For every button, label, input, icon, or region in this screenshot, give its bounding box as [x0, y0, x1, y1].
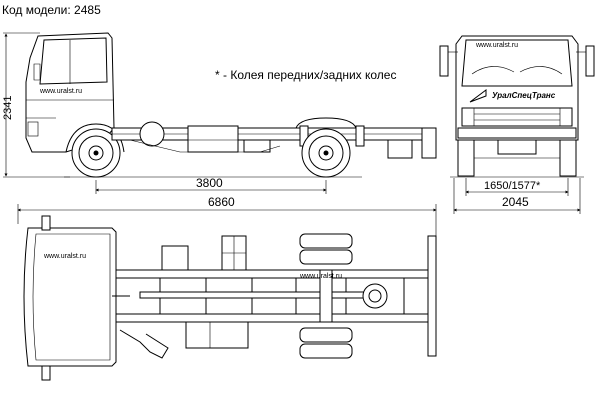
differential	[362, 283, 388, 309]
width-dimension: 2045	[502, 195, 529, 209]
rear-bumper	[421, 127, 437, 159]
fuel-tank	[187, 125, 239, 153]
watermark-top-frame: www.uralst.ru	[299, 273, 342, 280]
frame-rail-right	[115, 313, 431, 323]
track-dimension: 1650/1577*	[484, 180, 541, 192]
cab-window	[39, 37, 108, 85]
top-view: 6860 www.uralst.ru	[17, 195, 437, 381]
fuel-tank-top	[185, 321, 249, 349]
rear-bumper-top	[427, 235, 437, 357]
length-dimension: 6860	[208, 195, 235, 209]
wheelbase-dimension: 3800	[196, 176, 223, 190]
track-footnote: * - Колея передних/задних колес	[215, 68, 396, 82]
watermark-top-cab: www.uralst.ru	[43, 253, 86, 260]
brand-logo: УралСпецТранс	[492, 91, 556, 100]
model-code: Код модели: 2485	[2, 3, 101, 17]
mirror-left	[439, 45, 449, 77]
front-wheel-side	[71, 128, 121, 178]
frame-rail-left	[115, 269, 431, 279]
rear-dual-wheels-top	[299, 233, 353, 359]
rear-axle	[319, 269, 333, 323]
height-dimension: 2341	[2, 96, 14, 120]
rear-wheel-side	[301, 128, 351, 178]
front-left-wheel	[457, 139, 475, 177]
watermark-side: www.uralst.ru	[39, 88, 82, 95]
front-right-wheel	[559, 139, 577, 177]
mirror-top-right	[41, 365, 51, 381]
exhaust-pipe	[119, 329, 169, 359]
windshield	[461, 39, 573, 87]
mirror-right	[585, 45, 595, 77]
front-view: www.uralst.ru УралСпецТранс 1650/1577* 2…	[439, 35, 595, 214]
cab-top	[23, 227, 117, 367]
front-bumper	[457, 127, 577, 139]
drive-shaft	[139, 291, 371, 299]
grille	[461, 107, 573, 127]
watermark-front: www.uralst.ru	[475, 42, 518, 49]
side-view: 2341 www.uralst.ru	[2, 32, 437, 194]
air-tank	[139, 121, 165, 147]
mirror-top-left	[41, 215, 51, 231]
